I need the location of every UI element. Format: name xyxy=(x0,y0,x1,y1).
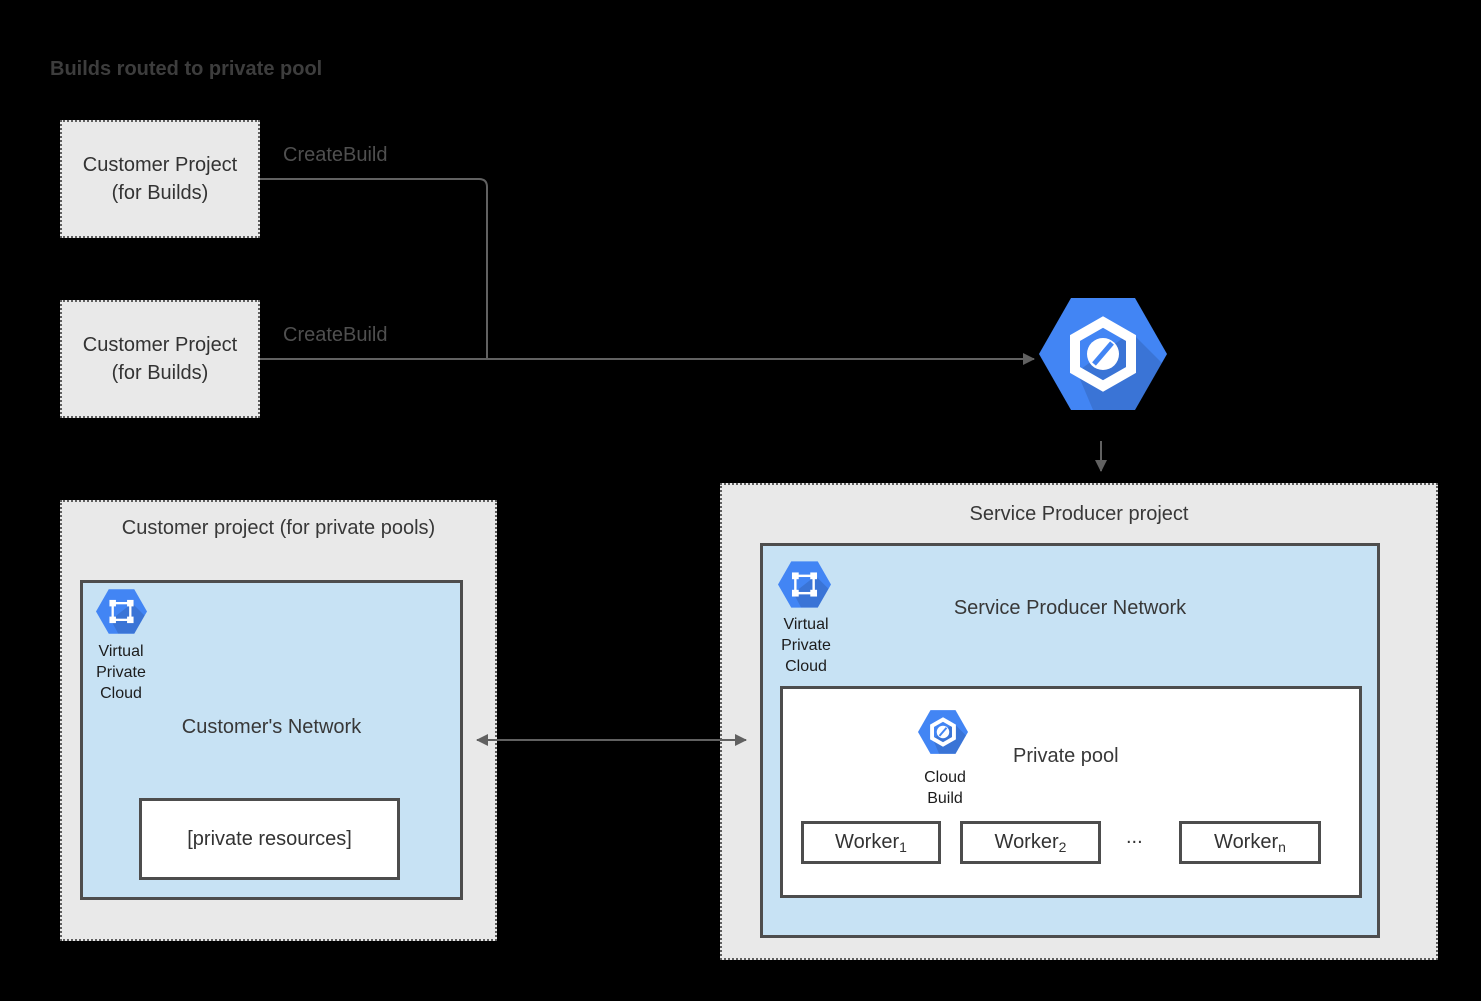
customer-build-project-box-2: Customer Project (for Builds) xyxy=(60,300,260,418)
worker-box-2: Worker2 xyxy=(960,821,1101,864)
customer-project-pools-title: Customer project (for private pools) xyxy=(121,517,436,539)
private-pool-title: Private pool xyxy=(1013,745,1119,767)
customer-build-project-1-line1: Customer Project xyxy=(82,154,238,176)
workers-ellipsis: ... xyxy=(1126,826,1143,848)
vpc-label-line2: Private xyxy=(781,637,831,654)
vpc-label-line2: Private xyxy=(96,664,146,681)
createbuild-label-1: CreateBuild xyxy=(283,144,388,166)
customer-build-project-2-line2: (for Builds) xyxy=(111,362,209,384)
private-resources-label: [private resources] xyxy=(187,828,352,850)
worker-1-label: Worker1 xyxy=(835,830,907,855)
customer-build-project-1-line2: (for Builds) xyxy=(111,182,209,204)
vpc-label-line1: Virtual xyxy=(783,616,829,633)
vpc-label-line3: Cloud xyxy=(785,658,827,675)
worker-2-label: Worker2 xyxy=(994,830,1067,855)
cloud-build-icon-label: Cloud Build xyxy=(893,767,997,809)
vpc-icon xyxy=(778,561,831,608)
customers-network-title: Customer's Network xyxy=(181,716,362,738)
createbuild-label-2: CreateBuild xyxy=(283,324,388,346)
vpc-icon-label: Virtual Private Cloud xyxy=(71,641,171,704)
vpc-icon xyxy=(96,589,147,634)
diagram-title: Builds routed to private pool xyxy=(50,58,323,80)
worker-box-1: Worker1 xyxy=(801,821,941,864)
vpc-label-line1: Virtual xyxy=(98,643,144,660)
service-producer-project-title: Service Producer project xyxy=(969,503,1189,525)
cloud-build-icon xyxy=(1039,298,1167,410)
cloud-build-label-line2: Build xyxy=(927,790,963,807)
worker-n-label: Workern xyxy=(1214,830,1286,855)
customer-build-project-2-line1: Customer Project xyxy=(82,334,238,356)
cloud-build-icon xyxy=(918,710,968,754)
vpc-icon-label: Virtual Private Cloud xyxy=(754,614,858,677)
private-resources-box: [private resources] xyxy=(139,798,400,880)
private-pool-box xyxy=(780,686,1362,898)
worker-box-n: Workern xyxy=(1179,821,1321,864)
service-producer-network-title: Service Producer Network xyxy=(953,597,1187,619)
cloud-build-label-line1: Cloud xyxy=(924,769,966,786)
vpc-label-line3: Cloud xyxy=(100,685,142,702)
customer-build-project-box-1: Customer Project (for Builds) xyxy=(60,120,260,238)
